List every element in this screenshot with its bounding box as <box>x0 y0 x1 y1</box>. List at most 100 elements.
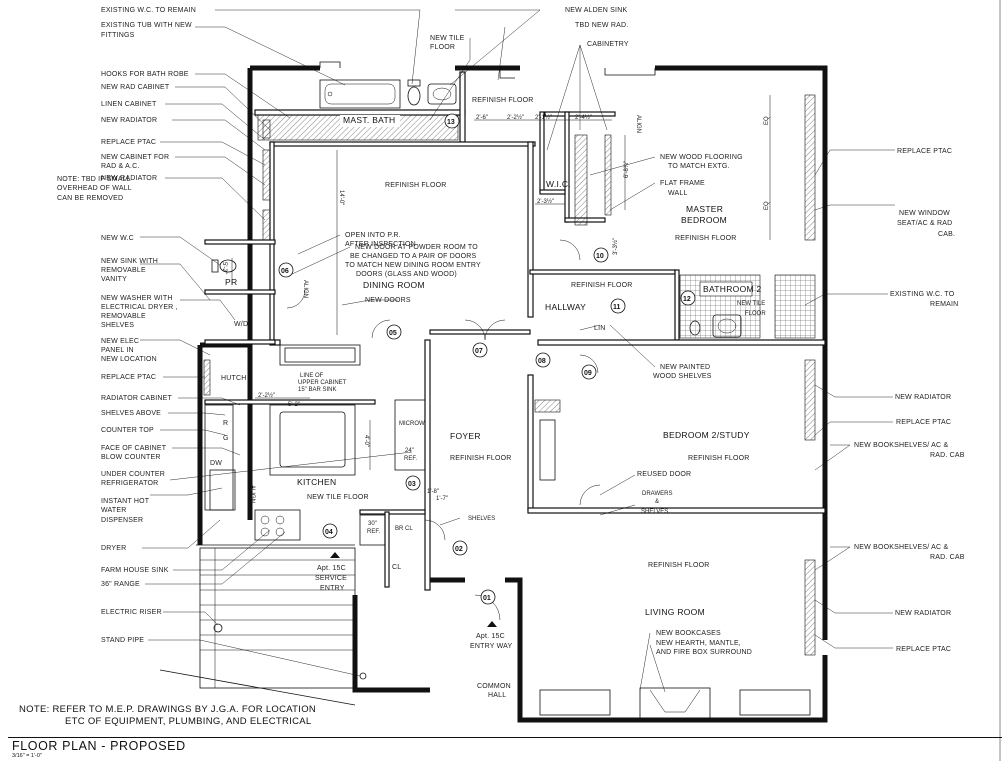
ref30-2: REF. <box>367 529 380 535</box>
callout-flat-frame-2: WALL <box>668 190 688 197</box>
callout-new-wc: NEW W.C <box>101 235 134 242</box>
new-tile-b2-1: NEW TILE <box>737 301 765 307</box>
callout-range: 36" RANGE <box>101 581 140 588</box>
callout-new-sink-2: REMOVABLE <box>101 267 146 274</box>
mep-note-line1: NOTE: REFER TO M.E.P. DRAWINGS BY J.G.A.… <box>19 704 317 715</box>
hallway-refinish: REFINISH FLOOR <box>571 282 633 289</box>
callout-r-ptac-1: REPLACE PTAC <box>897 148 952 155</box>
bar-sink-label: 15" BAR SINK <box>298 387 336 393</box>
doors <box>286 239 601 621</box>
svg-text:10: 10 <box>596 253 604 260</box>
upper-cabinet-2: UPPER CABINET <box>298 380 347 386</box>
callout-tbd-rad: TBD NEW RAD. <box>575 22 628 29</box>
service-3: ENTRY <box>320 585 345 592</box>
callout-existing-tub-1: EXISTING TUB WITH NEW <box>101 22 192 29</box>
callout-elec-3: NEW LOCATION <box>101 356 157 363</box>
callout-elec-1: NEW ELEC <box>101 338 139 345</box>
br-cl-label: BR CL <box>395 526 413 532</box>
cl-label: CL <box>392 564 401 571</box>
new-tile-b2-2: FLOOR <box>745 311 766 317</box>
tag-02: 02 <box>452 540 468 556</box>
dining-refinish: REFINISH FLOOR <box>385 182 447 189</box>
lin-label: LIN <box>594 325 606 332</box>
wic-label: W.I.C. <box>546 179 571 189</box>
master-bedroom-label-1: MASTER <box>686 204 723 214</box>
callout-new-rad-cabinet: NEW RAD CABINET <box>101 84 170 91</box>
new-doors-label: NEW DOORS <box>365 297 411 304</box>
dim-2: 2'-2½" <box>507 114 524 121</box>
svg-text:12: 12 <box>683 296 691 303</box>
mep-note-line2: ETC OF EQUIPMENT, PLUMBING, AND ELECTRIC… <box>65 716 312 727</box>
callout-note-tbd-1: NOTE: TBD IF SMALL <box>57 176 131 183</box>
microw-label: MICROW. <box>399 421 426 427</box>
svg-text:08: 08 <box>538 358 546 365</box>
entry-1: Apt. 15C <box>476 633 505 640</box>
callout-r-ptac-2: REPLACE PTAC <box>896 419 951 426</box>
bedroom2-refinish: REFINISH FLOOR <box>688 455 750 462</box>
eq-2: EQ <box>764 201 770 210</box>
ref-label: REF. <box>404 456 417 462</box>
kitchen-floor: NEW TILE FLOOR <box>307 494 369 501</box>
living-room-label: LIVING ROOM <box>645 607 705 617</box>
dim-8: 2'-2½" <box>258 392 275 399</box>
callout-painted-shelves-2: WOOD SHELVES <box>653 373 712 380</box>
common-2: HALL <box>488 692 506 699</box>
align-3: ALIGN <box>249 485 255 503</box>
callout-radiator-cabinet: RADIATOR CABINET <box>101 395 173 402</box>
callout-face-cabinet-1: FACE OF CABINET <box>101 445 167 452</box>
dim-9: 5'-2" <box>288 402 300 408</box>
exterior-walls <box>196 65 828 723</box>
callout-new-tile-2: FLOOR <box>430 44 455 51</box>
callout-wood-floor-2: TO MATCH EXTG. <box>668 163 730 170</box>
master-bath-tile <box>257 114 459 141</box>
hutch <box>279 344 361 366</box>
closet-shelves <box>534 134 612 481</box>
callout-bookshelves-1a: NEW BOOKSHELVES/ AC & <box>854 442 948 449</box>
callout-replace-ptac-1: REPLACE PTAC <box>101 139 156 146</box>
entry-arrows <box>330 552 497 627</box>
callout-replace-ptac-2: REPLACE PTAC <box>101 374 156 381</box>
foyer-refinish: REFINISH FLOOR <box>450 455 512 462</box>
fireplace <box>539 687 811 719</box>
service-2: SERVICE <box>315 575 347 582</box>
callout-window-seat-1: NEW WINDOW <box>899 210 950 217</box>
dim-10: 4'-0" <box>363 435 369 447</box>
callout-new-radiator-1: NEW RADIATOR <box>101 117 157 124</box>
callout-bookshelves-1b: RAD. CAB <box>930 452 965 459</box>
callout-pr-door-2: BE CHANGED TO A PAIR OF DOORS <box>350 253 477 260</box>
callout-wood-floor-1: NEW WOOD FLOORING <box>660 154 743 161</box>
master-refinish: REFINISH FLOOR <box>675 235 737 242</box>
callout-bookshelves-2b: RAD. CAB <box>930 554 965 561</box>
callout-pr-door-3: TO MATCH NEW DINING ROOM ENTRY <box>345 262 481 269</box>
callout-new-radiator-2: NEW RADIATOR <box>101 175 157 182</box>
callout-face-cabinet-2: BLOW COUNTER <box>101 454 161 461</box>
callout-hearth-2: AND FIRE BOX SURROUND <box>656 649 752 656</box>
drawers-3: SHELVES <box>641 509 668 515</box>
tag-05: 05 <box>386 324 402 340</box>
svg-text:07: 07 <box>475 348 483 355</box>
master-bedroom-label-2: BEDROOM <box>681 215 727 225</box>
staircase <box>159 547 367 706</box>
callout-flat-frame-1: FLAT FRAME <box>660 180 705 187</box>
ref30-1: 30" <box>368 521 377 527</box>
callout-new-sink-1: NEW SINK WITH <box>101 258 158 265</box>
align-1: ALIGN <box>635 115 641 133</box>
svg-text:03: 03 <box>408 481 416 488</box>
title-block: FLOOR PLAN - PROPOSED 3/16" = 1'-0" <box>8 737 1002 760</box>
callout-washer-3: REMOVABLE <box>101 313 146 320</box>
callout-pr-door-1: NEW DOOR AT POWDER ROOM TO <box>355 244 478 251</box>
g-label: G <box>223 435 229 442</box>
callout-existing-wc: EXISTING W.C. TO REMAIN <box>101 7 196 14</box>
wd-label: W/D <box>234 321 248 328</box>
dining-room-label: DINING ROOM <box>363 280 425 290</box>
kitchen-label: KITCHEN <box>297 477 336 487</box>
callout-bookcases: NEW BOOKCASES <box>656 630 721 637</box>
tag-06: 06 <box>278 262 294 278</box>
kitchen-counter <box>204 399 426 546</box>
callout-new-sink-3: VANITY <box>101 276 127 283</box>
window-bumps <box>319 61 656 79</box>
dim-7: 3'-3½" <box>612 238 619 255</box>
callout-hearth-1: NEW HEARTH, MANTLE, <box>656 640 741 647</box>
svg-text:09: 09 <box>584 370 592 377</box>
bathtub <box>319 79 401 109</box>
